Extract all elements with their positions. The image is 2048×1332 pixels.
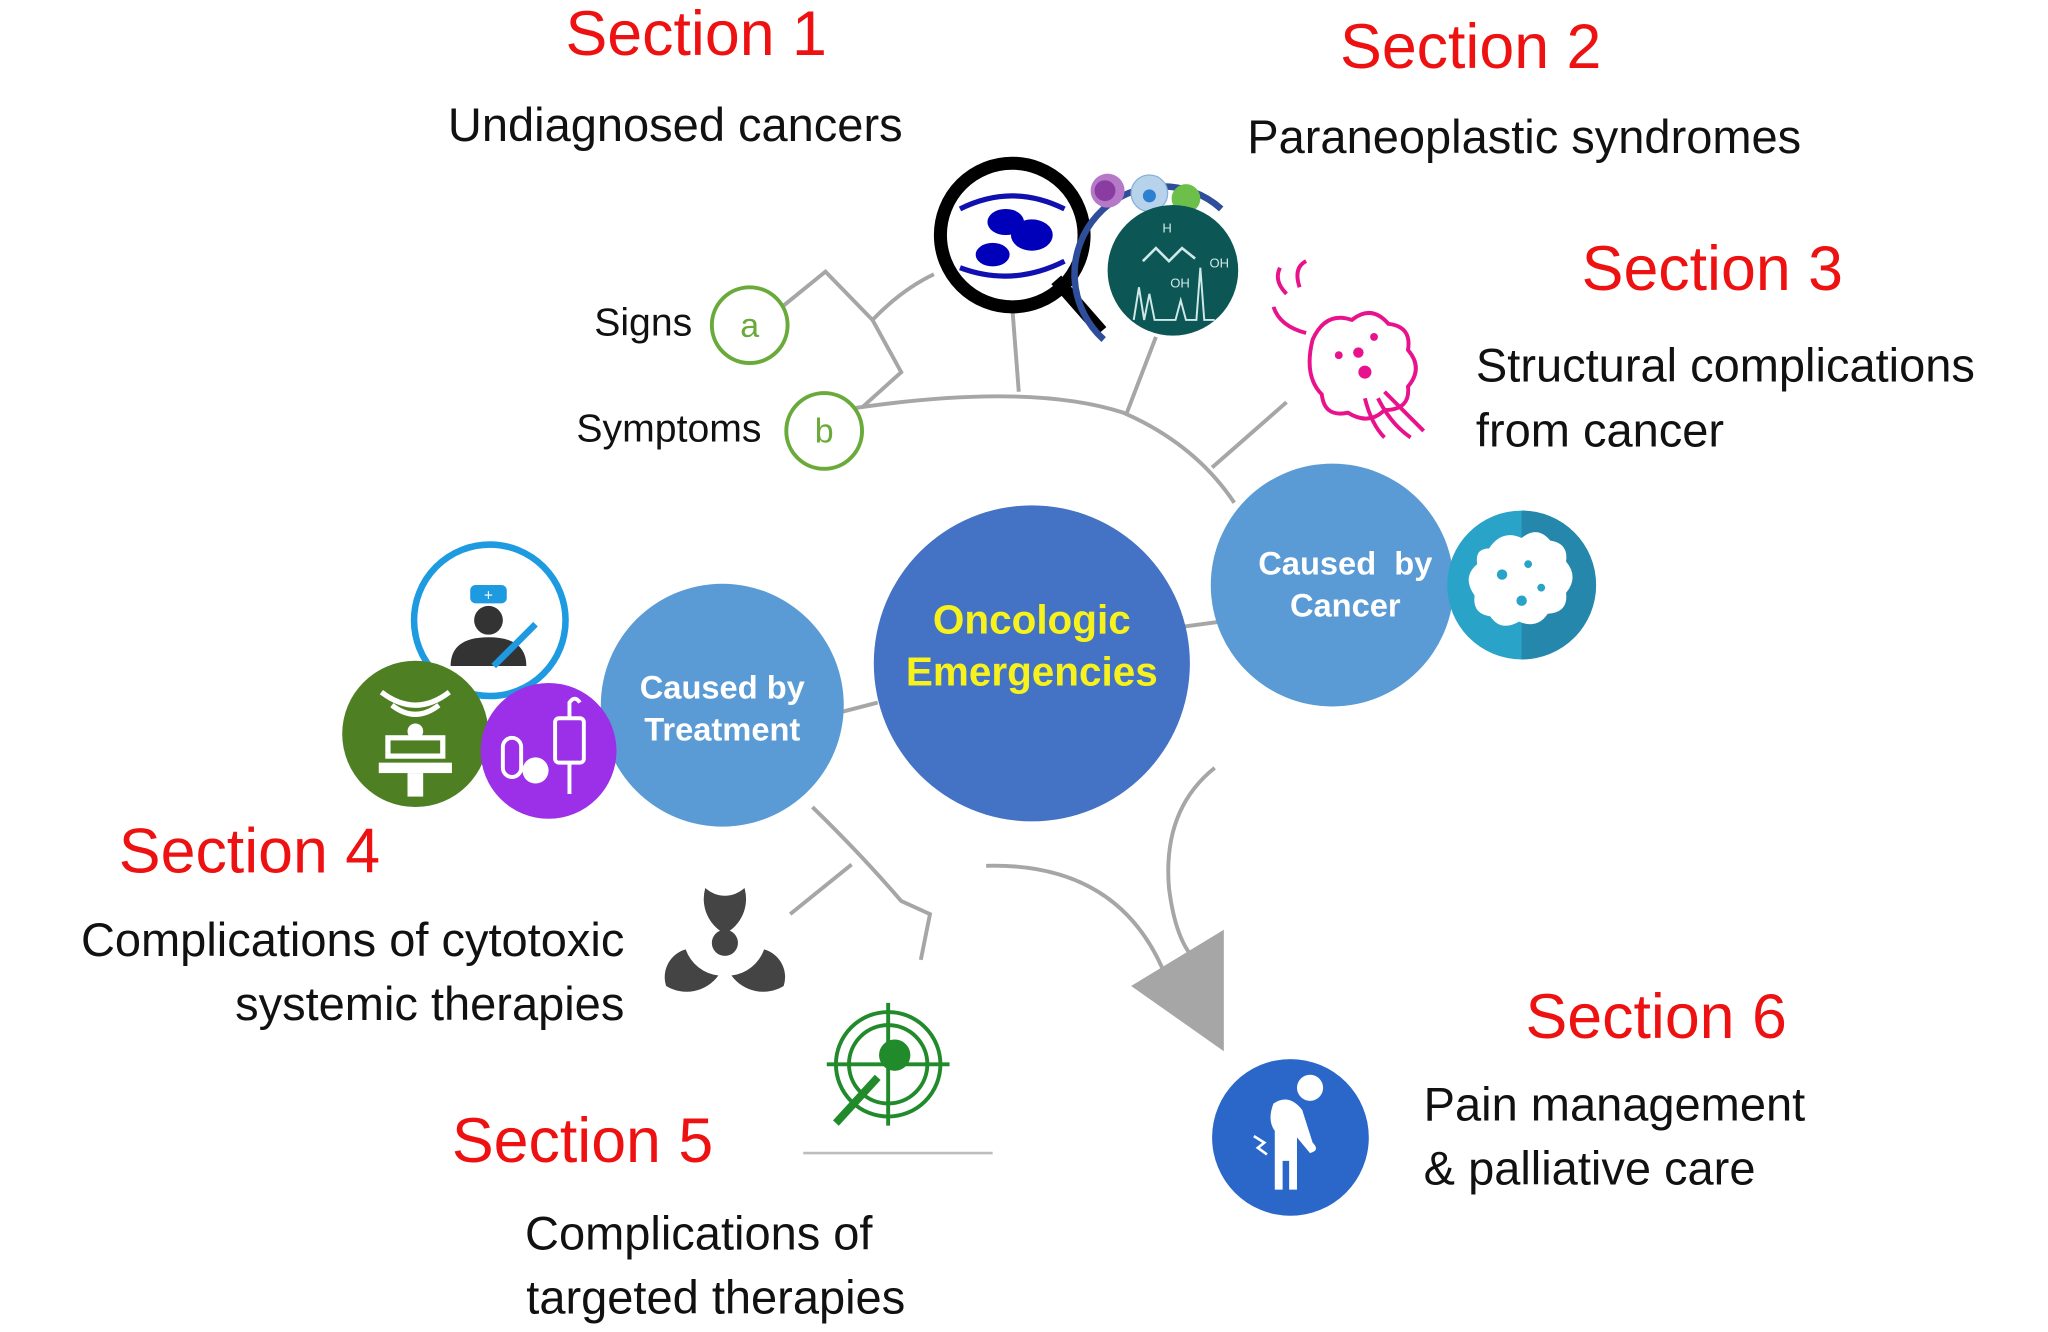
medication-iv-icon [480, 682, 617, 819]
connector-section3 [1210, 400, 1288, 469]
symptoms-label: Symptoms [576, 407, 761, 450]
arrow-head [1131, 929, 1224, 1052]
svg-text:OH: OH [1170, 275, 1190, 290]
section-6-desc-line1: Pain management [1424, 1077, 1806, 1130]
branch-caused-by-cancer[interactable]: Caused by Cancer [1210, 463, 1597, 707]
branch-caused-by-treatment[interactable]: Caused by Treatment [600, 583, 844, 827]
section-2-title: Section 2 [1340, 12, 1601, 82]
section-5-title: Section 5 [452, 1106, 713, 1176]
cancer-branch-line1: Caused by [1258, 545, 1432, 582]
svg-text:H: H [1162, 220, 1171, 235]
section-3-desc-line1: Structural complications [1476, 338, 1975, 391]
connector-arc-top [809, 394, 1236, 504]
section-4-desc-line1: Complications of cytotoxic [81, 913, 624, 966]
section-4-title: Section 4 [119, 816, 380, 886]
connector-arrow-arc-2 [1166, 766, 1216, 962]
connector-center-treatment [841, 700, 879, 714]
pain-person-icon [1212, 1059, 1369, 1216]
svg-text:+: + [484, 588, 493, 605]
connector-treatment-down [811, 805, 933, 961]
section-3-desc-line2: from cancer [1476, 404, 1724, 457]
symptoms-letter: b [815, 413, 834, 451]
treatment-branch-circle [600, 583, 844, 827]
section-6-title: Section 6 [1525, 982, 1786, 1052]
section-6-desc-line2: & palliative care [1424, 1141, 1756, 1194]
tumor-cell-icon [1271, 259, 1426, 440]
connector-section1-sub2 [860, 318, 904, 409]
section-5-desc-line2: targeted therapies [526, 1271, 905, 1324]
cancer-cell-icon [1447, 510, 1597, 660]
target-virus-icon [826, 1002, 950, 1126]
section-6: Section 6 Pain management & palliative c… [1424, 982, 1806, 1194]
subitem-signs[interactable]: Signs a [594, 285, 790, 365]
section-3: Section 3 Structural complications from … [1476, 234, 1975, 457]
section-2: Section 2 Paraneoplastic syndromes [1247, 12, 1801, 163]
section-2-desc: Paraneoplastic syndromes [1247, 110, 1801, 163]
surgeon-icon: + [410, 541, 569, 700]
connector-section1 [1010, 306, 1021, 392]
section-1-title: Section 1 [565, 0, 826, 69]
section-5: Section 5 Complications of targeted ther… [452, 1106, 905, 1323]
signs-label: Signs [594, 302, 692, 345]
cancer-branch-circle [1210, 463, 1454, 707]
cancer-branch-line2: Cancer [1290, 586, 1401, 623]
connectors [775, 268, 1288, 1155]
section-3-title: Section 3 [1582, 234, 1843, 304]
connector-section2 [1124, 336, 1158, 416]
biohazard-icon [664, 888, 786, 992]
signs-circle [709, 285, 790, 365]
symptoms-circle [784, 391, 864, 471]
center-title-line1: Oncologic [933, 596, 1131, 642]
cells-molecule-icon: H OH OH [1071, 173, 1239, 342]
treatment-branch-line2: Treatment [644, 710, 800, 747]
magnifier-cells-icon [933, 156, 1107, 336]
section-5-desc-line1: Complications of [525, 1207, 873, 1260]
section-4: Section 4 Complications of cytotoxic sys… [81, 816, 624, 1030]
signs-letter: a [740, 307, 759, 345]
section-4-desc-line2: systemic therapies [235, 977, 624, 1030]
subitem-symptoms[interactable]: Symptoms b [576, 391, 864, 471]
connector-center-cancer [1181, 619, 1222, 629]
treatment-branch-line1: Caused by [640, 669, 805, 706]
radiotherapy-machine-icon [342, 660, 489, 808]
connector-section1-sub [775, 268, 935, 323]
connector-section4 [788, 862, 853, 916]
section-1-desc: Undiagnosed cancers [448, 98, 903, 151]
center-node[interactable]: Oncologic Emergencies [873, 505, 1190, 822]
svg-text:OH: OH [1209, 256, 1229, 271]
center-circle [873, 505, 1190, 822]
center-title-line2: Emergencies [906, 649, 1158, 695]
section-1: Section 1 Undiagnosed cancers [448, 0, 903, 151]
